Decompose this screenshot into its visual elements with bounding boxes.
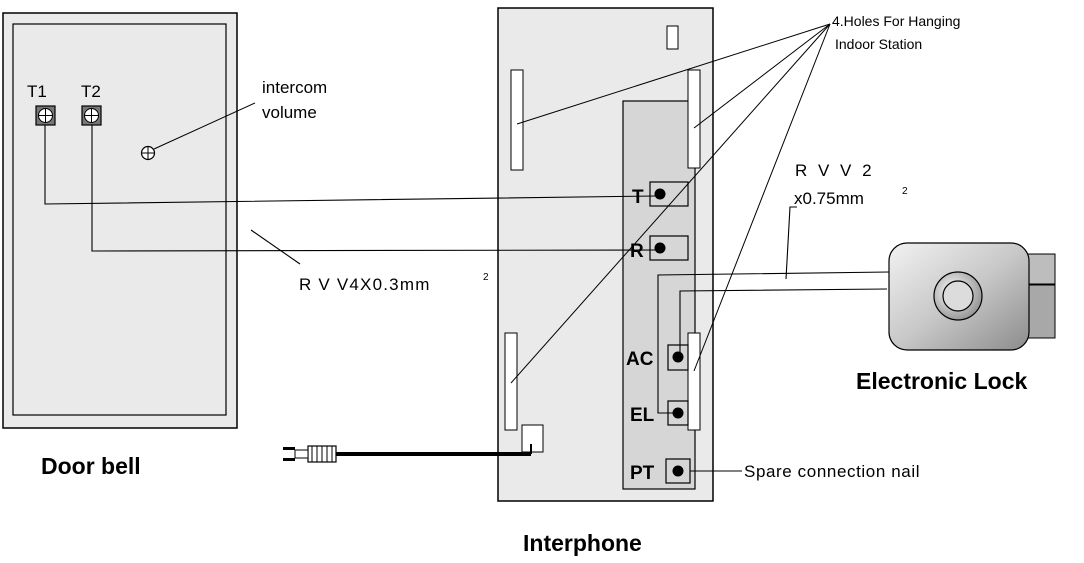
door-bell-unit: T1 T2 intercom volume Door bell bbox=[2, 12, 327, 479]
holes-label-line1: 4.Holes For Hanging bbox=[832, 13, 960, 29]
cable-main-leader bbox=[250, 229, 301, 265]
terminal-t bbox=[649, 181, 689, 207]
electronic-lock-title: Electronic Lock bbox=[856, 368, 1027, 394]
wire-t1-to-t bbox=[44, 125, 656, 205]
wire-t2-to-r bbox=[91, 125, 656, 252]
cable-main-label: R V V4X0.3mm bbox=[299, 275, 431, 294]
cable-lock-label-line1: R V V 2 bbox=[795, 161, 875, 180]
terminal-t2-screw-icon bbox=[81, 105, 102, 126]
hanging-hole-bottom-left bbox=[504, 332, 518, 431]
cable-main-sup: 2 bbox=[483, 272, 489, 283]
electronic-lock-icon bbox=[888, 242, 1056, 351]
wire-el-to-lock bbox=[657, 271, 890, 414]
cable-lock-leader bbox=[785, 206, 797, 280]
hanging-hole-top-right bbox=[687, 69, 701, 169]
cable-lock-label-line2: x0.75mm bbox=[794, 189, 864, 208]
spare-connection-label: Spare connection nail bbox=[744, 462, 920, 481]
volume-label-line2: volume bbox=[262, 103, 317, 122]
door-bell-inner-panel bbox=[12, 23, 227, 416]
interphone-unit: T R AC EL PT Interphone bbox=[497, 7, 714, 556]
terminal-r-label: R bbox=[630, 241, 644, 262]
terminal-ac-label: AC bbox=[626, 349, 654, 370]
power-plug-icon bbox=[283, 444, 532, 463]
terminal-pt bbox=[665, 458, 691, 484]
wire-ac-to-lock bbox=[674, 288, 888, 358]
hanging-hole-bottom-right bbox=[687, 332, 701, 431]
terminal-t1-label: T1 bbox=[27, 82, 47, 101]
terminal-t-label: T bbox=[632, 187, 644, 208]
interphone-title: Interphone bbox=[523, 530, 642, 556]
terminal-pt-label: PT bbox=[630, 463, 655, 484]
holes-label-line2: Indoor Station bbox=[835, 36, 922, 52]
wires bbox=[44, 125, 890, 472]
hanging-hole-top-left bbox=[510, 69, 524, 171]
terminal-t1-screw-icon bbox=[35, 105, 56, 126]
intercom-volume-knob-icon bbox=[140, 145, 156, 161]
terminal-el-label: EL bbox=[630, 405, 655, 426]
cable-lock-sup: 2 bbox=[902, 186, 908, 197]
volume-label-line1: intercom bbox=[262, 78, 327, 97]
indicator-slot bbox=[666, 25, 679, 50]
door-bell-title: Door bell bbox=[41, 453, 141, 479]
terminal-t2-label: T2 bbox=[81, 82, 101, 101]
terminal-r bbox=[649, 235, 689, 261]
power-socket bbox=[521, 424, 544, 453]
volume-leader-line bbox=[153, 102, 256, 150]
interphone-terminal-panel bbox=[622, 100, 696, 490]
terminal-el bbox=[667, 400, 689, 426]
holes-callout: 4.Holes For Hanging Indoor Station bbox=[510, 13, 960, 384]
